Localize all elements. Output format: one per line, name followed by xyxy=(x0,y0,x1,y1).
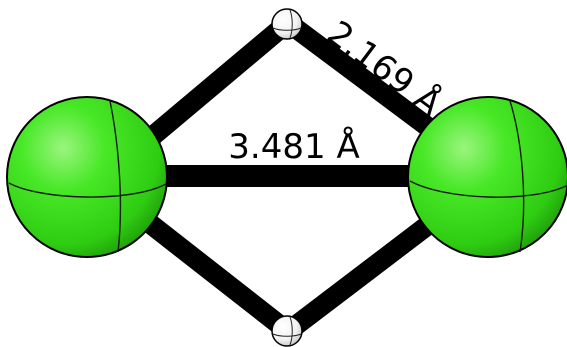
bond-cl-h-top-left xyxy=(141,16,293,148)
atom-h-bottom xyxy=(271,315,303,347)
cl-cl-distance-label: 3.481 Å xyxy=(228,126,359,167)
bond-cl-h-top-right xyxy=(284,15,438,139)
bonds xyxy=(141,15,439,338)
bond-cl-cl xyxy=(150,165,422,187)
atom-cl-left xyxy=(6,96,168,258)
bond-cl-h-bottom-left xyxy=(141,214,293,338)
atom-h-top xyxy=(271,8,303,40)
bond-cl-h-bottom-right xyxy=(283,214,439,338)
atom-cl-right xyxy=(407,96,567,258)
